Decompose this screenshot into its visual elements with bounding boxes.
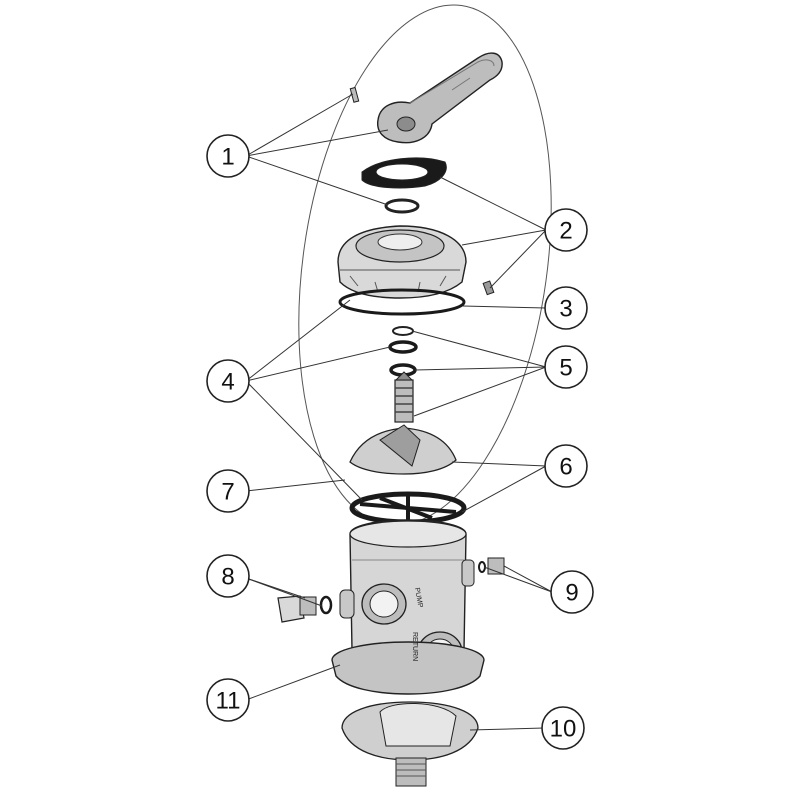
cover-oring-part <box>338 288 466 316</box>
callout-5: 5 <box>544 345 588 389</box>
plug-right-part <box>478 557 505 575</box>
svg-text:4: 4 <box>221 369 234 396</box>
svg-text:1: 1 <box>221 144 234 171</box>
screw-part <box>482 280 495 296</box>
callout-3: 3 <box>544 286 588 330</box>
pin-part <box>349 86 360 103</box>
adapter-left-part <box>277 595 333 623</box>
callout-7: 7 <box>206 469 250 513</box>
svg-text:3: 3 <box>559 296 572 323</box>
top-gasket-part <box>361 157 447 189</box>
svg-text:8: 8 <box>221 564 234 591</box>
svg-text:6: 6 <box>559 454 572 481</box>
cover-part <box>337 225 467 299</box>
spider-gasket-part <box>349 491 467 525</box>
svg-text:10: 10 <box>550 716 577 743</box>
svg-text:2: 2 <box>559 218 572 245</box>
callout-6: 6 <box>544 444 588 488</box>
callout-1: 1 <box>206 134 250 178</box>
washer-part <box>384 198 420 214</box>
svg-text:5: 5 <box>559 355 572 382</box>
callout-8: 8 <box>206 554 250 598</box>
rotor-part <box>349 371 457 475</box>
pump-marking: PUMP <box>413 587 423 608</box>
ring-a-part <box>392 326 414 336</box>
ring-b-part <box>388 340 418 354</box>
return-marking: RETURN <box>411 632 418 661</box>
callout-11: 11 <box>206 678 250 722</box>
callout-2: 2 <box>544 208 588 252</box>
callout-10: 10 <box>541 706 585 750</box>
svg-text:11: 11 <box>216 688 241 715</box>
callout-9: 9 <box>550 570 594 614</box>
diffuser-part <box>341 701 479 787</box>
valve-body-part: PUMP RETURN <box>331 519 485 695</box>
svg-text:7: 7 <box>221 479 234 506</box>
handle-part <box>377 52 503 144</box>
svg-text:9: 9 <box>565 580 578 607</box>
callout-4: 4 <box>206 359 250 403</box>
leader-lines <box>245 93 553 731</box>
